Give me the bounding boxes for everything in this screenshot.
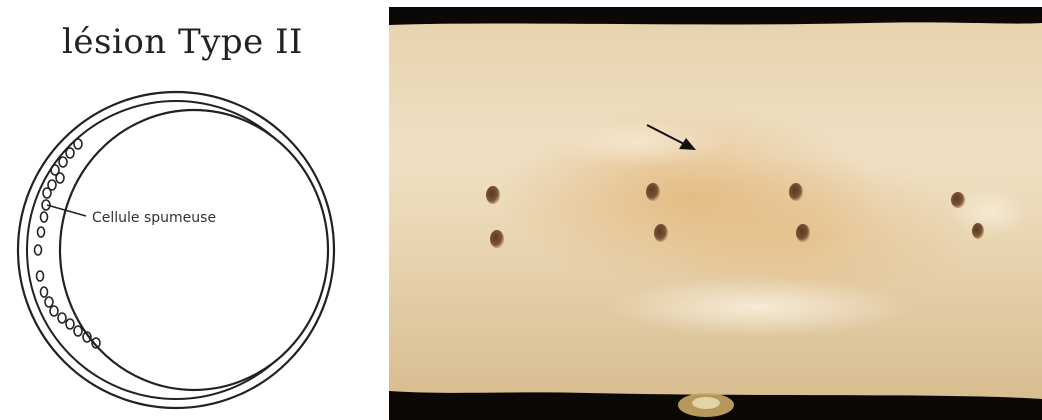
lesion-diagram: lésion Type II — [0, 0, 385, 420]
droplet-highlight — [692, 397, 720, 409]
artery-specimen-illustration — [389, 7, 1042, 420]
foam-cell-label: Cellule spumeuse — [92, 210, 216, 226]
surface-sheen-2 — [549, 117, 729, 167]
specimen-photo — [389, 7, 1042, 420]
artery-cross-section: Cellule spumeuse — [0, 0, 385, 420]
surface-sheen-1 — [609, 277, 909, 337]
lumen-boundary — [60, 110, 328, 390]
